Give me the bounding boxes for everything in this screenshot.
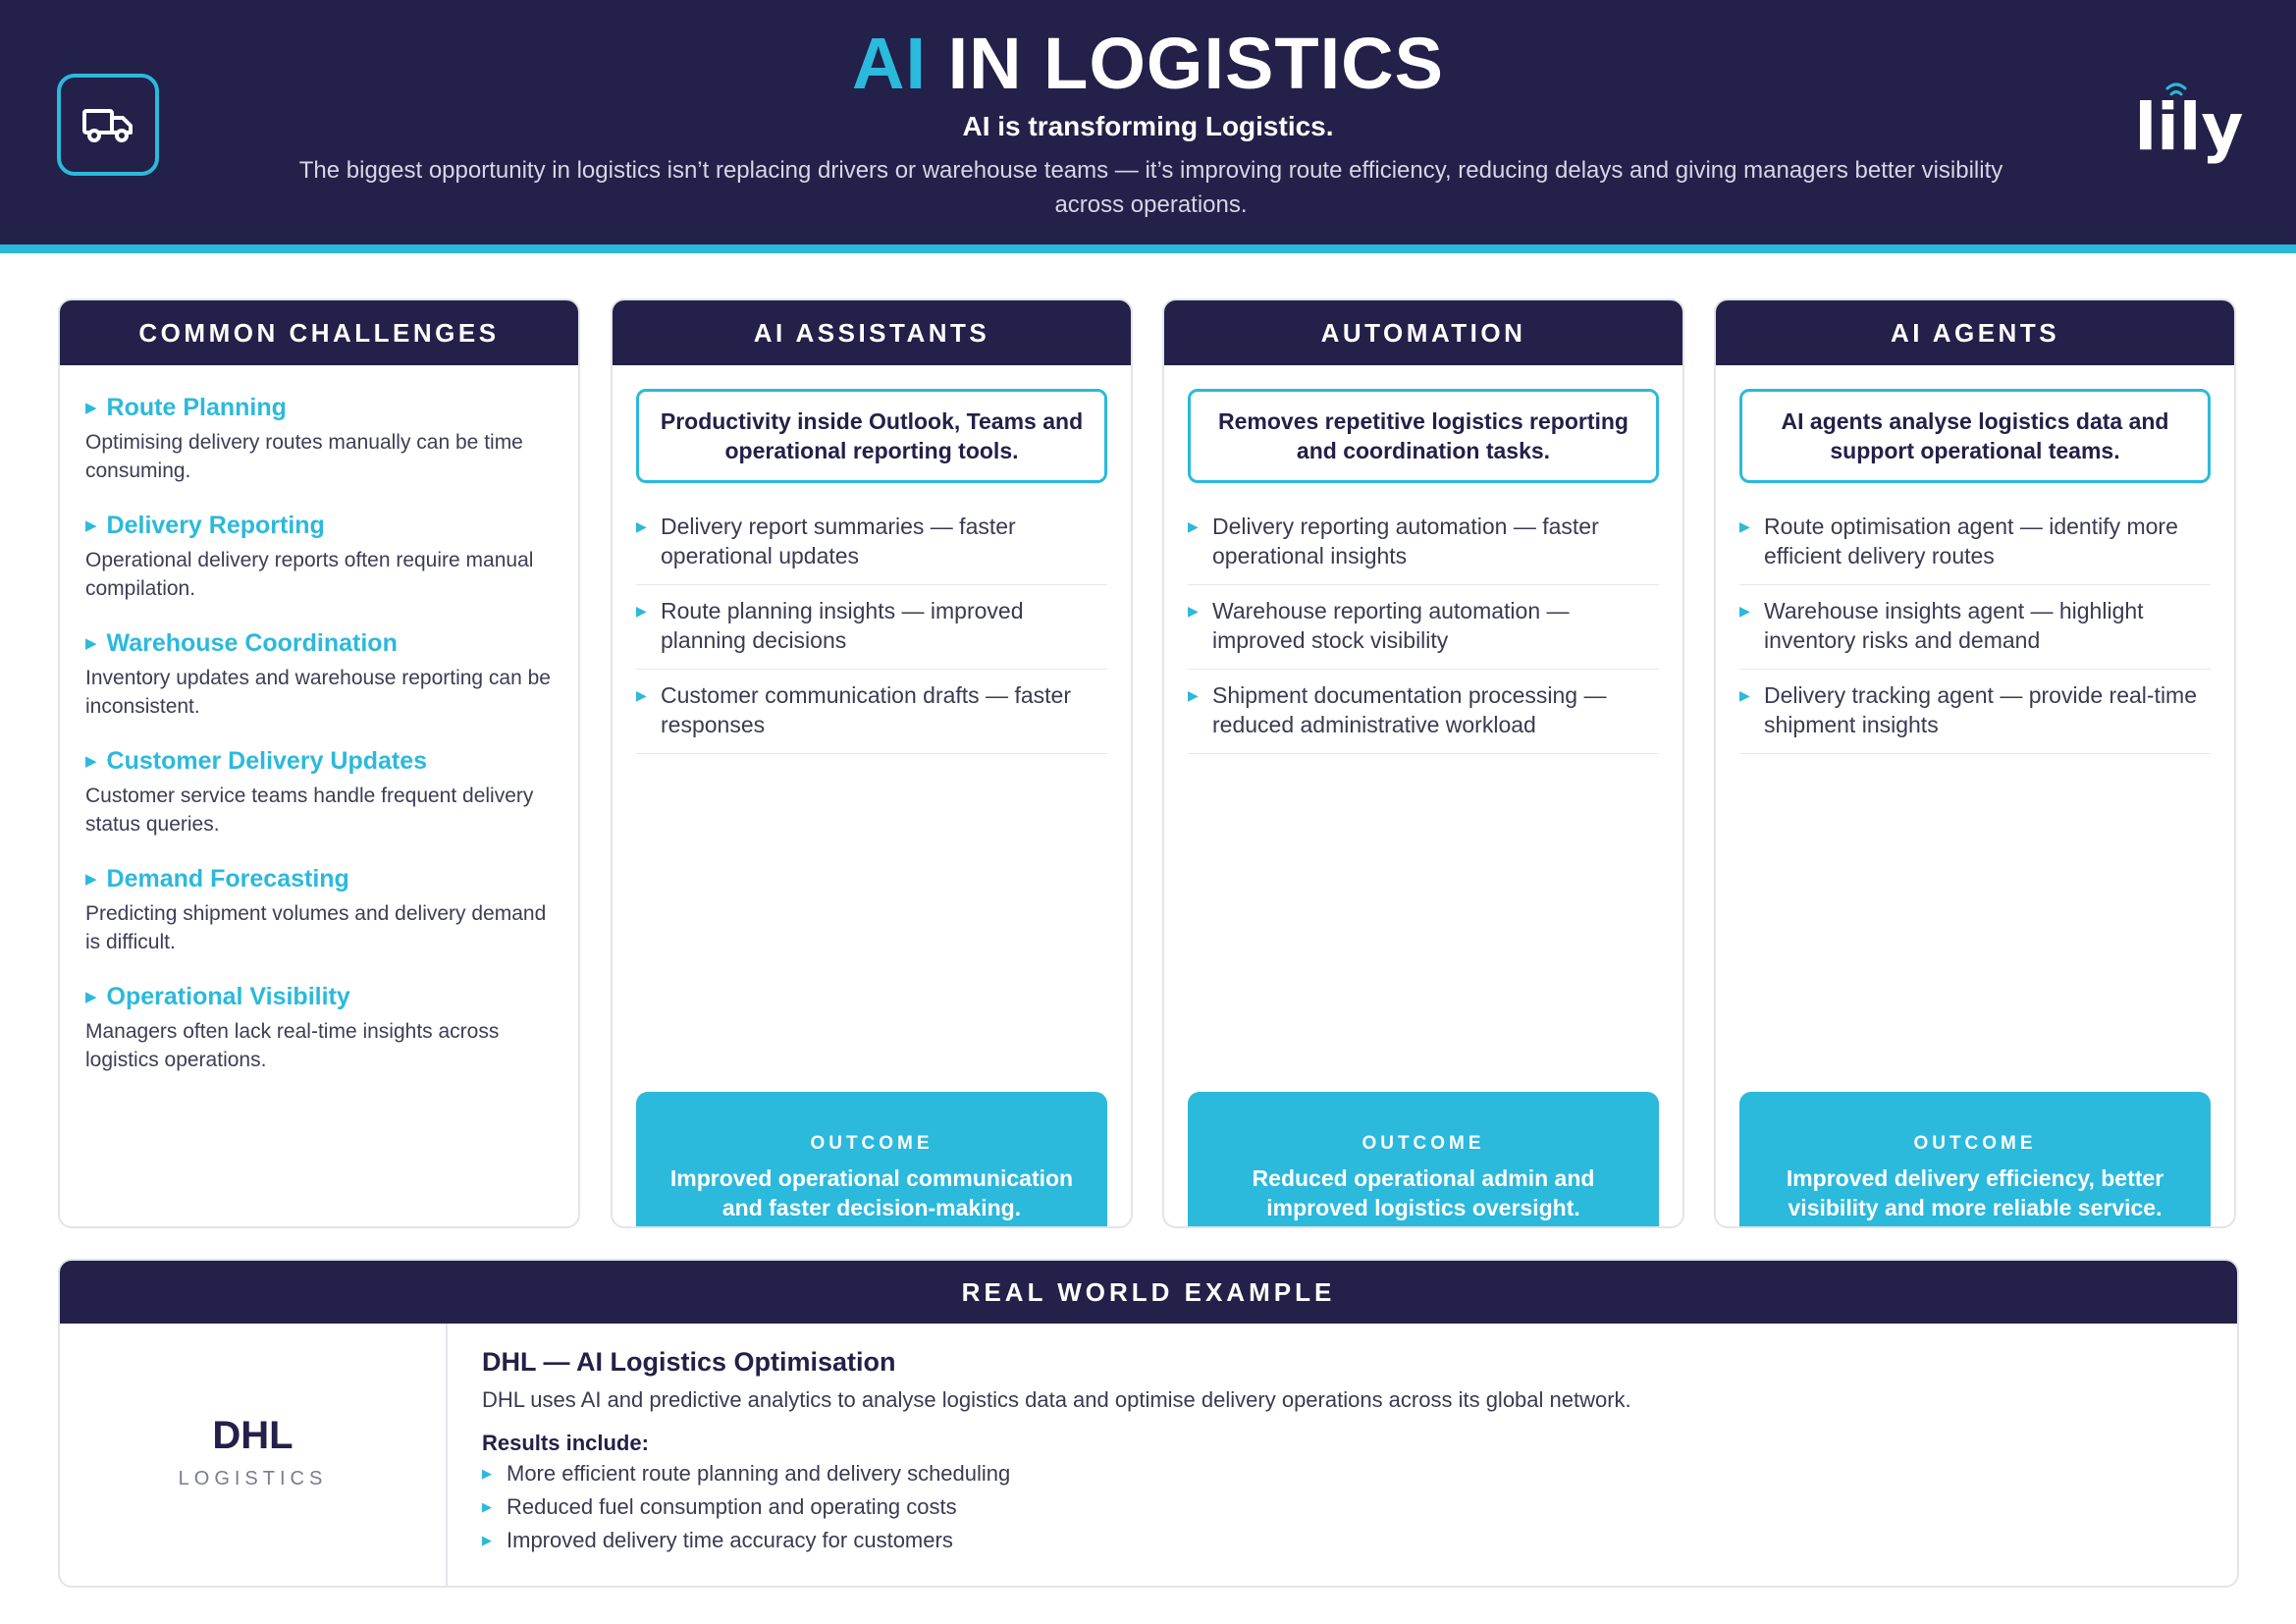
outcome-box: OUTCOME Reduced operational admin and im…	[1188, 1092, 1659, 1226]
page-title: AI IN LOGISTICS	[0, 22, 2296, 106]
list-item: ▶ Shipment documentation processing — red…	[1188, 670, 1659, 754]
ai-assistants-card: AI ASSISTANTS Productivity inside Outloo…	[611, 298, 1133, 1228]
challenge-desc: Operational delivery reports often requi…	[85, 549, 534, 600]
triangle-bullet-icon: ▶	[636, 603, 647, 619]
truck-icon	[82, 109, 133, 142]
challenge-item: ▶ Delivery Reporting Operational delivery…	[85, 509, 553, 603]
outcome-label: OUTCOME	[810, 1133, 934, 1154]
challenge-title: Delivery Reporting	[106, 511, 325, 539]
title-accent: AI	[852, 23, 928, 104]
list-item: ▶ Warehouse insights agent — highlight in…	[1739, 585, 2211, 670]
triangle-bullet-icon: ▶	[1739, 518, 1750, 534]
list-item: ▶ Route planning insights — improved plan…	[636, 585, 1107, 670]
triangle-bullet-icon: ▶	[636, 687, 647, 703]
list-item-text: Warehouse reporting automation — improve…	[1212, 598, 1570, 653]
challenge-item: ▶ Route Planning Optimising delivery rout…	[85, 391, 553, 485]
ai-assistants-heading: AI ASSISTANTS	[613, 300, 1131, 365]
challenges-heading: COMMON CHALLENGES	[60, 300, 578, 365]
list-item: ▶ Delivery reporting automation — faster …	[1188, 501, 1659, 585]
challenge-title: Operational Visibility	[106, 982, 350, 1010]
triangle-bullet-icon: ▶	[85, 635, 97, 652]
challenge-item: ▶ Customer Delivery Updates Customer serv…	[85, 744, 553, 839]
list-item-text: Delivery report summaries — faster opera…	[661, 514, 1016, 568]
challenges-card: COMMON CHALLENGES ▶ Route Planning Optimi…	[58, 298, 580, 1228]
automation-card: AUTOMATION Removes repetitive logistics …	[1162, 298, 1684, 1228]
case-title: DHL — AI Logistics Optimisation	[482, 1347, 896, 1377]
ai-agents-heading: AI AGENTS	[1716, 300, 2234, 365]
challenge-title: Demand Forecasting	[106, 864, 349, 893]
logo-text: lily	[2135, 89, 2244, 165]
case-description: DHL uses AI and predictive analytics to …	[482, 1387, 1631, 1412]
outcome-label: OUTCOME	[1362, 1133, 1485, 1154]
brand-name: DHL	[212, 1414, 294, 1457]
column-intro-box: AI agents analyse logistics data and sup…	[1739, 389, 2211, 483]
challenge-item: ▶ Operational Visibility Managers often l…	[85, 980, 553, 1074]
triangle-bullet-icon: ▶	[482, 1532, 492, 1547]
column-intro-box: Productivity inside Outlook, Teams and o…	[636, 389, 1107, 483]
outcome-label: OUTCOME	[1913, 1133, 2037, 1154]
triangle-bullet-icon: ▶	[482, 1465, 492, 1481]
lily-logo: lily	[2135, 82, 2244, 165]
challenge-item: ▶ Demand Forecasting Predicting shipment …	[85, 862, 553, 956]
result-item: ▶ More efficient route planning and deliv…	[482, 1457, 2198, 1489]
list-item-text: Route planning insights — improved plann…	[661, 598, 1024, 653]
triangle-bullet-icon: ▶	[1188, 603, 1199, 619]
page-intro: The biggest opportunity in logistics isn…	[298, 157, 2003, 218]
triangle-bullet-icon: ▶	[1188, 687, 1199, 703]
real-world-example: REAL WORLD EXAMPLE DHL LOGISTICS DHL — A…	[58, 1259, 2239, 1588]
list-item-text: Route optimisation agent — identify more…	[1764, 514, 2178, 568]
column-intro-box: Removes repetitive logistics reporting a…	[1188, 389, 1659, 483]
list-item: ▶ Delivery report summaries — faster oper…	[636, 501, 1107, 585]
triangle-bullet-icon: ▶	[85, 517, 97, 534]
list-item-text: Delivery tracking agent — provide real-t…	[1764, 682, 2198, 737]
result-item: ▶ Reduced fuel consumption and operating …	[482, 1490, 2198, 1523]
outcome-box: OUTCOME Improved operational communicati…	[636, 1092, 1107, 1226]
result-text: Improved delivery time accuracy for cust…	[507, 1527, 953, 1552]
triangle-bullet-icon: ▶	[85, 871, 97, 888]
list-item-text: Shipment documentation processing — redu…	[1212, 682, 1607, 737]
challenge-item: ▶ Warehouse Coordination Inventory update…	[85, 626, 553, 721]
outcome-text: Improved operational communication and f…	[669, 1165, 1074, 1220]
ai-agents-card: AI AGENTS AI agents analyse logistics da…	[1714, 298, 2236, 1228]
list-item: ▶ Customer communication drafts — faster …	[636, 670, 1107, 754]
example-heading: REAL WORLD EXAMPLE	[60, 1261, 2237, 1324]
triangle-bullet-icon: ▶	[1188, 518, 1199, 534]
challenge-title: Route Planning	[106, 393, 287, 421]
list-item-text: Customer communication drafts — faster r…	[661, 682, 1071, 737]
list-item: ▶ Route optimisation agent — identify mor…	[1739, 501, 2211, 585]
truck-badge	[57, 74, 159, 176]
outcome-text: Reduced operational admin and improved l…	[1252, 1165, 1595, 1220]
title-main: IN LOGISTICS	[947, 23, 1444, 104]
list-item: ▶ Delivery tracking agent — provide real-…	[1739, 670, 2211, 754]
challenge-desc: Inventory updates and warehouse reportin…	[85, 667, 551, 718]
result-item: ▶ Improved delivery time accuracy for cus…	[482, 1524, 2198, 1556]
triangle-bullet-icon: ▶	[85, 753, 97, 770]
triangle-bullet-icon: ▶	[85, 400, 97, 416]
page-header: AI IN LOGISTICS AI is transforming Logis…	[0, 0, 2296, 253]
challenge-title: Customer Delivery Updates	[106, 746, 428, 775]
case-study: DHL — AI Logistics Optimisation DHL uses…	[482, 1347, 2198, 1556]
challenge-desc: Customer service teams handle frequent d…	[85, 785, 534, 836]
triangle-bullet-icon: ▶	[1739, 687, 1750, 703]
challenge-desc: Optimising delivery routes manually can …	[85, 431, 523, 482]
triangle-bullet-icon: ▶	[1739, 603, 1750, 619]
list-item: ▶ Warehouse reporting automation — improv…	[1188, 585, 1659, 670]
result-text: More efficient route planning and delive…	[507, 1460, 1011, 1486]
triangle-bullet-icon: ▶	[636, 518, 647, 534]
page-subtitle: AI is transforming Logistics.	[962, 111, 1334, 141]
automation-heading: AUTOMATION	[1164, 300, 1682, 365]
results-label: Results include:	[482, 1431, 649, 1455]
list-item-text: Delivery reporting automation — faster o…	[1212, 514, 1599, 568]
outcome-text: Improved delivery efficiency, better vis…	[1786, 1165, 2164, 1220]
result-text: Reduced fuel consumption and operating c…	[507, 1493, 957, 1519]
brand-panel: DHL LOGISTICS	[60, 1324, 448, 1586]
triangle-bullet-icon: ▶	[85, 989, 97, 1005]
challenge-desc: Managers often lack real-time insights a…	[85, 1020, 500, 1071]
outcome-box: OUTCOME Improved delivery efficiency, be…	[1739, 1092, 2211, 1226]
challenge-desc: Predicting shipment volumes and delivery…	[85, 902, 547, 953]
list-item-text: Warehouse insights agent — highlight inv…	[1764, 598, 2144, 653]
brand-subtitle: LOGISTICS	[178, 1468, 328, 1489]
challenge-title: Warehouse Coordination	[106, 628, 398, 657]
triangle-bullet-icon: ▶	[482, 1498, 492, 1514]
